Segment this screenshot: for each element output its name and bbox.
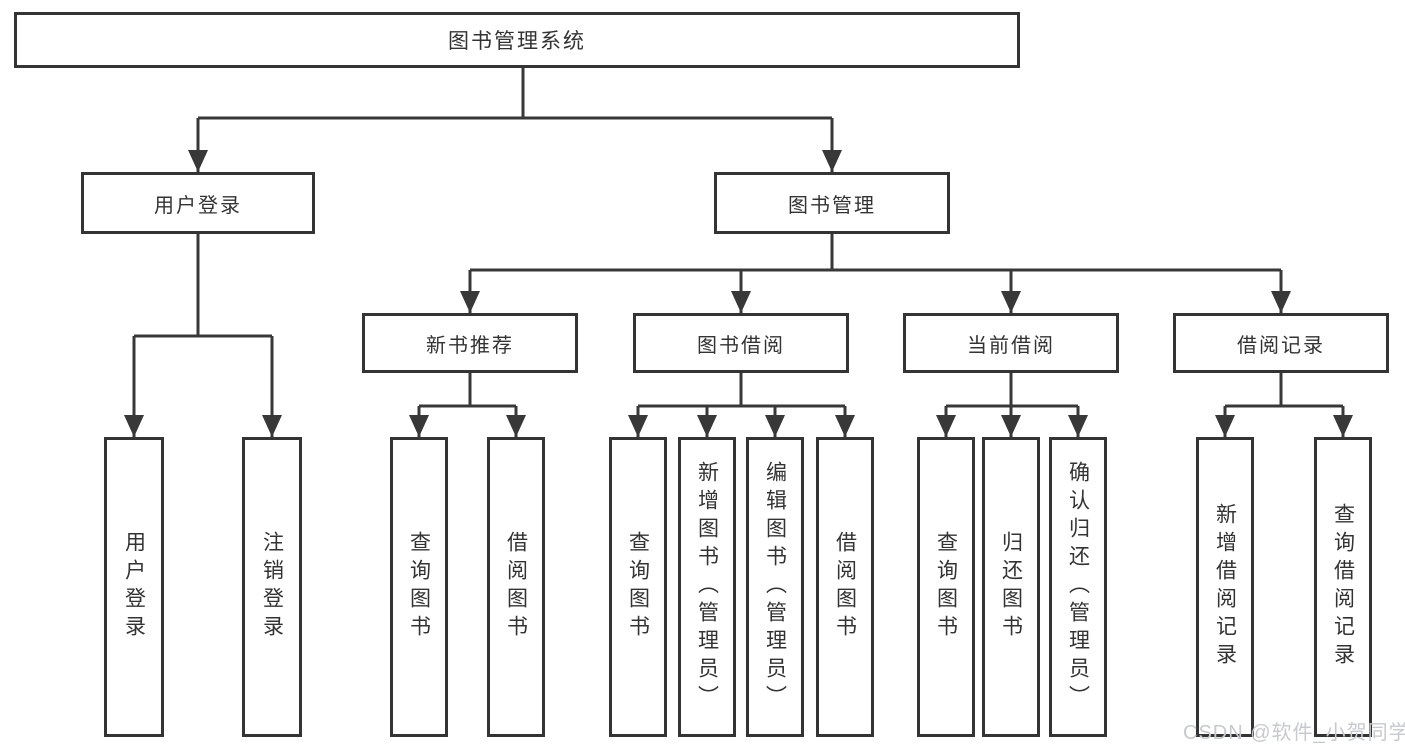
- leaf-newrec-query-books: 查询图书: [390, 437, 448, 737]
- leaf-label: 归还图书: [999, 531, 1023, 643]
- leaf-records-add-record: 新增借阅记录: [1196, 437, 1254, 737]
- leaf-borrow-edit-books-admin: 编辑图书（管理员）: [746, 437, 804, 737]
- leaf-label: 编辑图书（管理员）: [763, 461, 787, 713]
- leaf-current-confirm-return-admin: 确认归还（管理员）: [1049, 437, 1107, 737]
- leaf-current-query-books: 查询图书: [917, 437, 975, 737]
- node-book-borrow: 图书借阅: [633, 313, 849, 373]
- leaf-label: 查询借阅记录: [1331, 503, 1355, 671]
- leaf-label: 借阅图书: [833, 531, 857, 643]
- leaf-user-login: 用户登录: [104, 437, 164, 737]
- watermark: CSDN @软件_小贺同学: [1183, 722, 1405, 744]
- node-borrow-records: 借阅记录: [1173, 313, 1389, 373]
- node-book-management: 图书管理: [714, 172, 950, 234]
- leaf-borrow-add-books-admin: 新增图书（管理员）: [678, 437, 736, 737]
- node-current-borrow: 当前借阅: [903, 313, 1119, 373]
- leaf-borrow-borrow-books: 借阅图书: [816, 437, 874, 737]
- leaf-borrow-query-books: 查询图书: [609, 437, 667, 737]
- leaf-label: 查询图书: [934, 531, 958, 643]
- leaf-label: 用户登录: [122, 531, 146, 643]
- leaf-label: 确认归还（管理员）: [1066, 461, 1090, 713]
- leaf-current-return-books: 归还图书: [982, 437, 1040, 737]
- leaf-label: 借阅图书: [504, 531, 528, 643]
- leaf-label: 注销登录: [260, 531, 284, 643]
- leaf-label: 新增图书（管理员）: [695, 461, 719, 713]
- node-root: 图书管理系统: [14, 12, 1020, 68]
- leaf-label: 查询图书: [407, 531, 431, 643]
- connector-trunk-segments: [134, 68, 1343, 408]
- node-new-book-recommend: 新书推荐: [362, 313, 578, 373]
- leaf-newrec-borrow-books: 借阅图书: [487, 437, 545, 737]
- leaf-label: 查询图书: [626, 531, 650, 643]
- node-user-login: 用户登录: [81, 172, 315, 234]
- leaf-logout: 注销登录: [242, 437, 302, 737]
- leaf-label: 新增借阅记录: [1213, 503, 1237, 671]
- leaf-records-query-record: 查询借阅记录: [1314, 437, 1372, 737]
